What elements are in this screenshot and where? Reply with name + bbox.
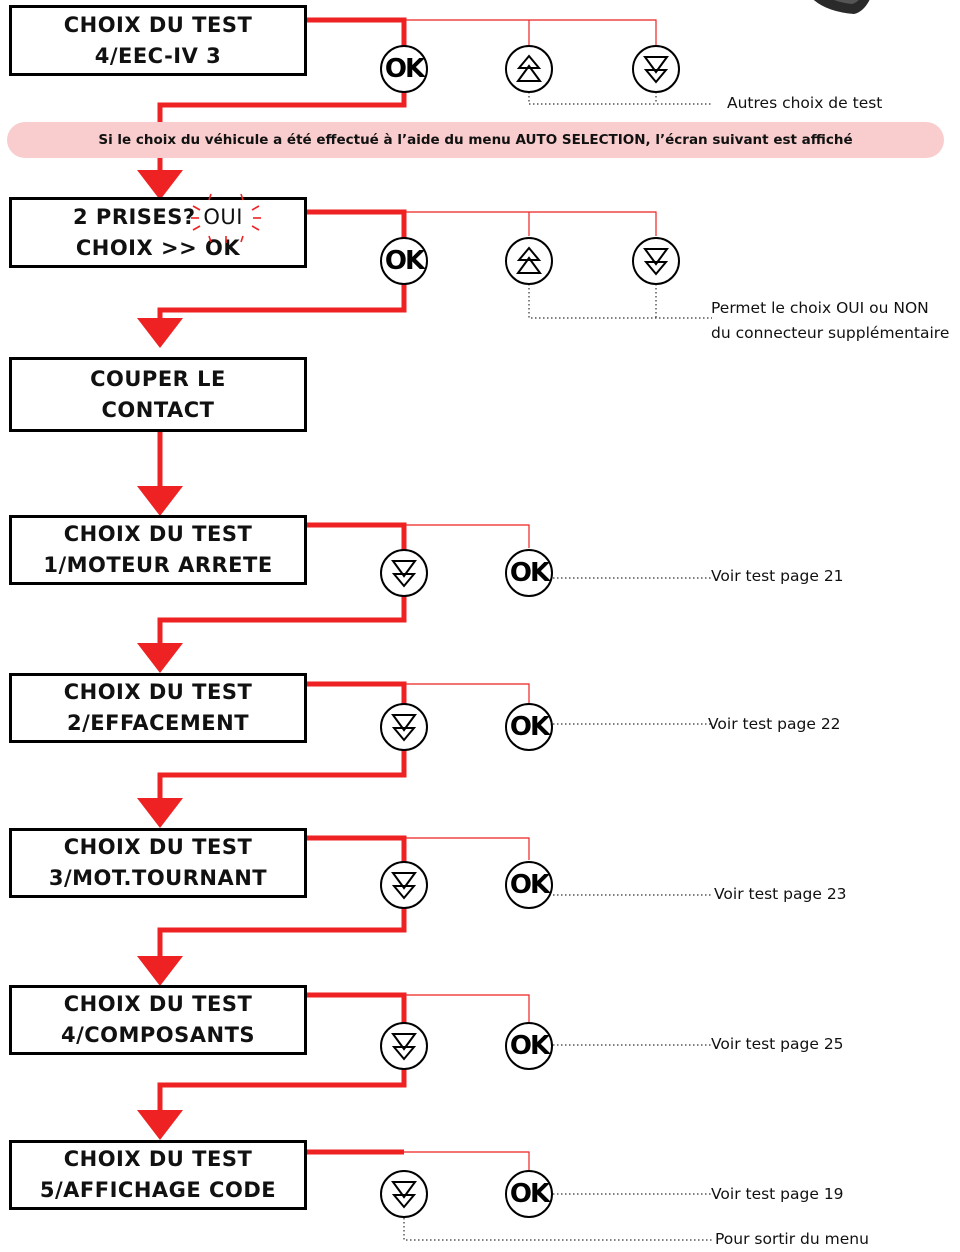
down-arrow-icon [641,54,671,84]
screen-line-2: 4/COMPOSANTS [61,1020,255,1051]
screen-line-1: 2 PRISES? OUI [73,202,243,233]
note-see-page-25: Voir test page 25 [711,1034,844,1054]
note-allows-choice-line2: du connecteur supplémentaire [711,323,949,343]
note-see-page-19: Voir test page 19 [711,1184,844,1204]
screen-line-1: CHOIX DU TEST [64,519,253,550]
screen-line-1: CHOIX DU TEST [64,989,253,1020]
down-arrow-icon [389,558,419,588]
down-button[interactable] [380,703,428,751]
ok-button[interactable]: OK [505,549,553,597]
screen-line-1: CHOIX DU TEST [64,1144,253,1175]
up-arrow-icon [514,54,544,84]
ok-button[interactable]: OK [505,1170,553,1218]
ok-button[interactable]: OK [505,861,553,909]
down-button[interactable] [632,237,680,285]
note-exit-menu: Pour sortir du menu [715,1229,869,1249]
note-see-page-22: Voir test page 22 [708,714,841,734]
screen-line-1: COUPER LE [90,364,226,395]
lcd-screen-test-3: CHOIX DU TEST 3/MOT.TOURNANT [9,828,307,898]
auto-selection-banner: Si le choix du véhicule a été effectué à… [7,122,944,158]
lcd-screen-test-4: CHOIX DU TEST 4/COMPOSANTS [9,985,307,1055]
lcd-screen-two-connectors: 2 PRISES? OUI CHOIX >> OK [9,197,307,268]
note-see-page-21: Voir test page 21 [711,566,844,586]
screen-line-2: 3/MOT.TOURNANT [49,863,267,894]
ok-button[interactable]: OK [505,703,553,751]
up-button[interactable] [505,237,553,285]
screen-line-1: CHOIX DU TEST [64,832,253,863]
screen-line-2: CONTACT [101,395,214,426]
down-button[interactable] [380,861,428,909]
down-arrow-icon [389,870,419,900]
screen-line-2: 2/EFFACEMENT [67,708,249,739]
blink-rays-icon [189,192,263,244]
lcd-screen-test-5: CHOIX DU TEST 5/AFFICHAGE CODE [9,1140,307,1210]
screen-line-2: 4/EEC-IV 3 [95,41,222,72]
lcd-screen-test-choice-eec: CHOIX DU TEST 4/EEC-IV 3 [9,5,307,76]
decorative-device-corner-icon [794,0,884,30]
down-arrow-icon [389,712,419,742]
up-button[interactable] [505,45,553,93]
lcd-screen-turn-off-ignition: COUPER LE CONTACT [9,357,307,432]
up-arrow-icon [514,246,544,276]
screen-line-2: 1/MOTEUR ARRETE [43,550,272,581]
blinking-oui-value: OUI [203,202,243,233]
screen-line-1: CHOIX DU TEST [64,677,253,708]
lcd-screen-test-2: CHOIX DU TEST 2/EFFACEMENT [9,673,307,743]
note-other-test-choices: Autres choix de test [727,93,882,113]
down-arrow-icon [641,246,671,276]
ok-button[interactable]: OK [380,45,428,93]
lcd-screen-test-1: CHOIX DU TEST 1/MOTEUR ARRETE [9,515,307,585]
down-arrow-icon [389,1179,419,1209]
screen-line-1-text: 2 PRISES? [73,205,196,229]
note-allows-choice-line1: Permet le choix OUI ou NON [711,298,929,318]
down-arrow-icon [389,1031,419,1061]
ok-button[interactable]: OK [505,1022,553,1070]
screen-line-2: 5/AFFICHAGE CODE [40,1175,276,1206]
ok-button[interactable]: OK [380,237,428,285]
down-button[interactable] [380,1022,428,1070]
down-button[interactable] [380,1170,428,1218]
down-button[interactable] [632,45,680,93]
screen-line-1: CHOIX DU TEST [64,10,253,41]
down-button[interactable] [380,549,428,597]
note-see-page-23: Voir test page 23 [714,884,847,904]
